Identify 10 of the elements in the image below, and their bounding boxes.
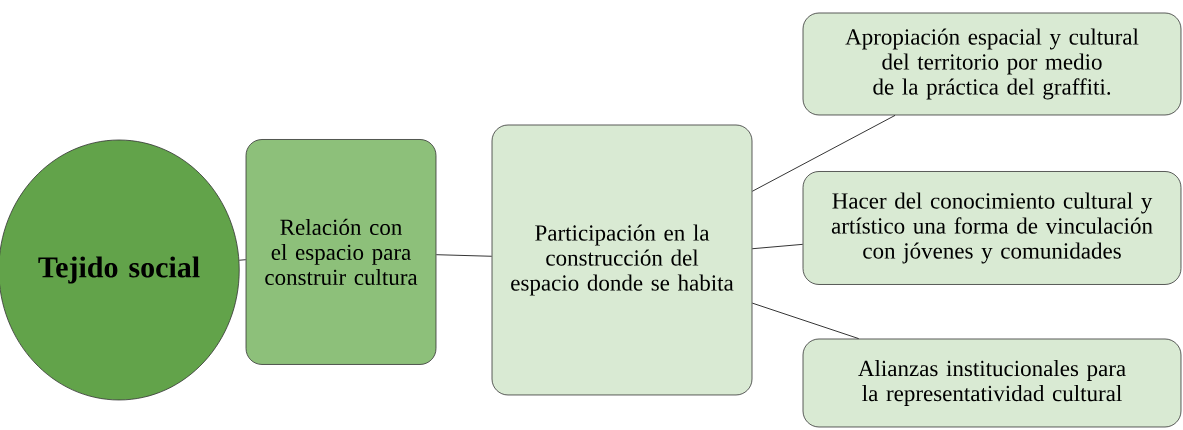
connector-line [436, 254, 492, 257]
rounded-box: Relación con el espacio para construir cultura [245, 139, 437, 365]
rounded-box: Participación en la construcción del espacio donde se habita [491, 124, 753, 396]
rounded-box: Alianzas institucionales para la representatividad cultural [802, 338, 1182, 428]
connector-line [752, 115, 896, 192]
rounded-box: Apropiación espacial y cultural del territorio por medio de la práctica del graffiti. [802, 12, 1182, 116]
connector-line [752, 243, 803, 250]
connector-line [238, 259, 246, 261]
connector-line [752, 302, 860, 339]
rounded-box: Hacer del conocimiento cultural y artístico una forma de vinculación con jóvenes y comunidades [802, 171, 1182, 285]
